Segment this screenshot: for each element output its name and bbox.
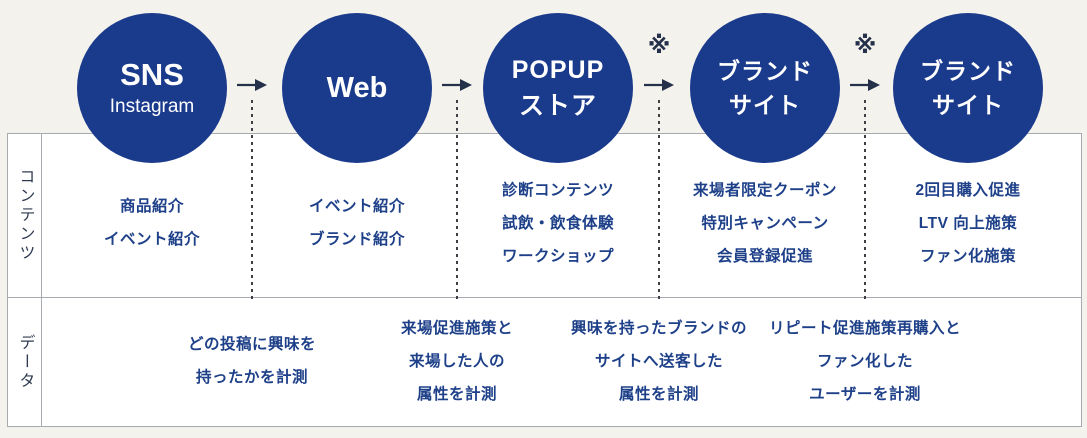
stage-title: ブランドサイト (920, 58, 1016, 118)
stage-circle-brand-site-1: ブランドサイト (690, 13, 840, 163)
reference-mark: ※ (647, 32, 671, 58)
arrow-right-icon (850, 79, 880, 91)
contents-cell-web: イベント紹介ブランド紹介 (308, 198, 405, 248)
dashed-guide-line (251, 100, 253, 303)
stage-title: ブランドサイト (717, 58, 813, 118)
metrics-table-panel (7, 133, 1082, 427)
contents-cell-brand-site-1: 来場者限定クーポン特別キャンペーン会員登録促進 (692, 181, 837, 265)
flow-connector (237, 77, 267, 98)
data-cell-3: 興味を持ったブランドのサイトへ送客した属性を計測 (570, 319, 747, 403)
data-cell-4: リピート促進施策再購入とファン化したユーザーを計測 (768, 319, 961, 403)
dashed-guide-line (864, 100, 866, 303)
stage-circle-web: Web (282, 13, 432, 163)
contents-cell-sns: 商品紹介イベント紹介 (103, 198, 200, 248)
flow-connector: ※ (644, 32, 674, 98)
row-label-contents: コンテンツ (16, 167, 34, 263)
arrow-right-icon (442, 79, 472, 91)
row-label-data: データ (16, 333, 34, 391)
dashed-guide-line (658, 100, 660, 303)
flow-connector (442, 77, 472, 98)
stage-circle-sns: SNS Instagram (77, 13, 227, 163)
arrow-right-icon (237, 79, 267, 91)
flow-connector: ※ (850, 32, 880, 98)
row-divider (7, 297, 1082, 298)
stage-circle-brand-site-2: ブランドサイト (893, 13, 1043, 163)
dashed-guide-line (456, 100, 458, 303)
label-column-divider (41, 133, 42, 427)
data-cell-1: どの投稿に興味を持ったかを計測 (187, 336, 316, 386)
stage-title: SNS (120, 57, 184, 92)
reference-mark: ※ (853, 32, 877, 58)
arrow-right-icon (644, 79, 674, 91)
stage-subtitle: Instagram (109, 96, 195, 117)
data-cell-2: 来場促進施策と来場した人の属性を計測 (400, 319, 513, 403)
contents-cell-popup-store: 診断コンテンツ試飲・飲食体験ワークショップ (501, 181, 614, 265)
stage-title: Web (326, 72, 388, 104)
